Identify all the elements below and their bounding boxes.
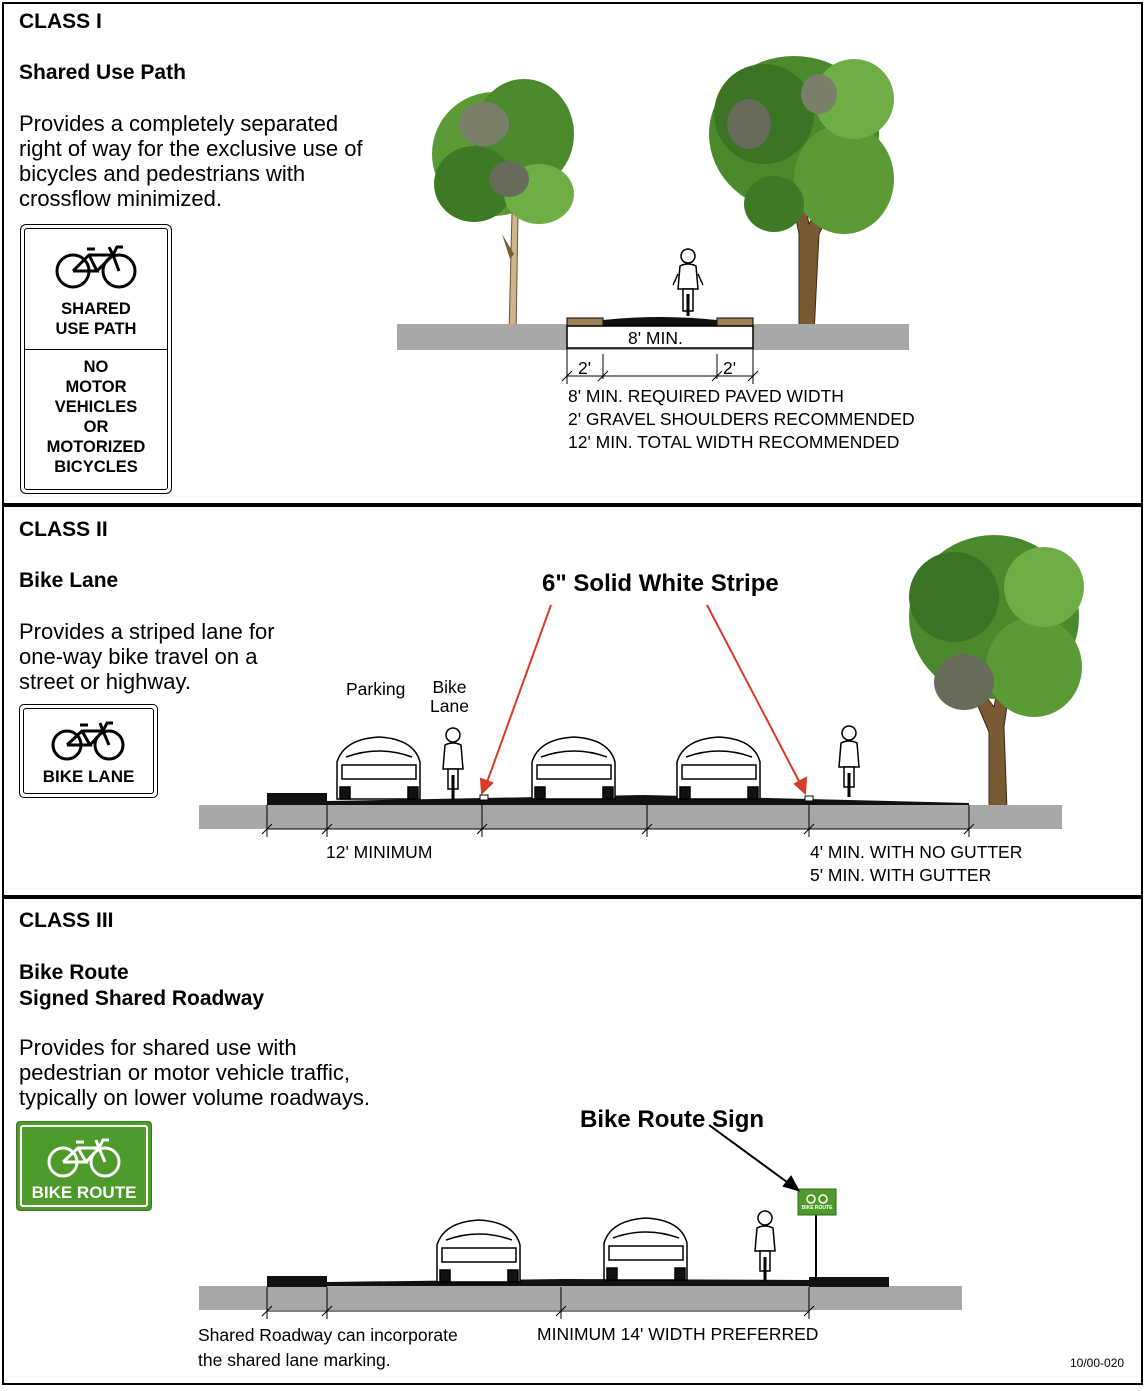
stripe-callout: 6" Solid White Stripe (542, 570, 779, 597)
roadway (327, 1279, 809, 1286)
sign-shared-use-path-text: SHARED USE PATH (55, 300, 137, 338)
roadway (327, 795, 969, 805)
bicycle-icon (51, 721, 125, 761)
class3-cross-section (199, 1124, 962, 1319)
cyclist-icon (754, 1210, 776, 1281)
class1-dim-left: 2' (578, 358, 592, 378)
tree-right (709, 56, 894, 335)
bicycle-icon (47, 1138, 121, 1178)
car-icon (436, 1219, 521, 1283)
class2-description: Provides a striped lane for one-way bike… (19, 619, 275, 694)
class1-description: Provides a completely separated right of… (19, 111, 363, 211)
car-icon (336, 736, 421, 800)
class1-dim-right: 2' (723, 358, 737, 378)
sign-callout: Bike Route Sign (580, 1106, 765, 1133)
class3-label: CLASS III (19, 909, 114, 932)
drawing-id: 10/00-020 (1070, 1356, 1125, 1370)
ground-strip (199, 805, 1062, 829)
tree-right (909, 535, 1084, 811)
stripe-arrows (479, 604, 808, 796)
class3-note-center: MINIMUM 14' WIDTH PREFERRED (537, 1324, 819, 1344)
class3-panel: CLASS III Bike Route Signed Shared Roadw… (2, 897, 1143, 1385)
car-icon (531, 736, 616, 800)
bike-route-sign: BIKE ROUTE (16, 1121, 152, 1211)
class2-panel: CLASS II Bike Lane Provides a striped la… (2, 505, 1143, 897)
cyclist-icon (838, 725, 860, 797)
class3-note-left: Shared Roadway can incorporate the share… (198, 1325, 458, 1370)
small-bike-route-sign (797, 1188, 837, 1216)
parking-label: Parking (346, 679, 406, 699)
bike-lane-label: Bike Lane (430, 677, 469, 716)
class2-dim-right: 4' MIN. WITH NO GUTTER 5' MIN. WITH GUTT… (810, 842, 1023, 885)
class1-dim-center: 8' MIN. (628, 328, 683, 348)
bike-lane-sign: BIKE LANE (19, 704, 158, 798)
tree-left (432, 79, 574, 335)
cyclist-icon (672, 248, 704, 316)
class3-name: Bike Route Signed Shared Roadway (19, 961, 265, 1010)
sign-bike-route-text: BIKE ROUTE (31, 1183, 137, 1202)
car-icon (676, 736, 761, 800)
cyclist-icon (442, 727, 464, 799)
bicycle-icon (55, 245, 137, 289)
shared-use-path-sign: SHARED USE PATH NO MOTOR VEHICLES OR MOT… (20, 224, 172, 494)
sign-callout-arrow (708, 1124, 801, 1192)
class2-dim-left: 12' MINIMUM (326, 842, 433, 862)
class2-name: Bike Lane (19, 569, 119, 592)
class1-name: Shared Use Path (19, 61, 186, 84)
class2-label: CLASS II (19, 518, 108, 541)
class1-label: CLASS I (19, 10, 102, 33)
ground-strip (199, 1286, 962, 1310)
sign-no-motor-text: NO MOTOR VEHICLES OR MOTORIZED BICYCLES (46, 358, 146, 476)
sign-bike-lane-text: BIKE LANE (42, 767, 135, 786)
car-icon (603, 1217, 688, 1281)
class1-panel: CLASS I Shared Use Path Provides a compl… (2, 2, 1143, 505)
paved-path (603, 317, 717, 326)
class2-cross-section (199, 535, 1084, 837)
class3-description: Provides for shared use with pedestrian … (19, 1035, 370, 1110)
small-sign-text: BIKE ROUTE (801, 1205, 833, 1211)
class1-cross-section (397, 56, 909, 384)
sign-divider (25, 349, 167, 350)
class1-notes: 8' MIN. REQUIRED PAVED WIDTH 2' GRAVEL S… (568, 386, 915, 452)
